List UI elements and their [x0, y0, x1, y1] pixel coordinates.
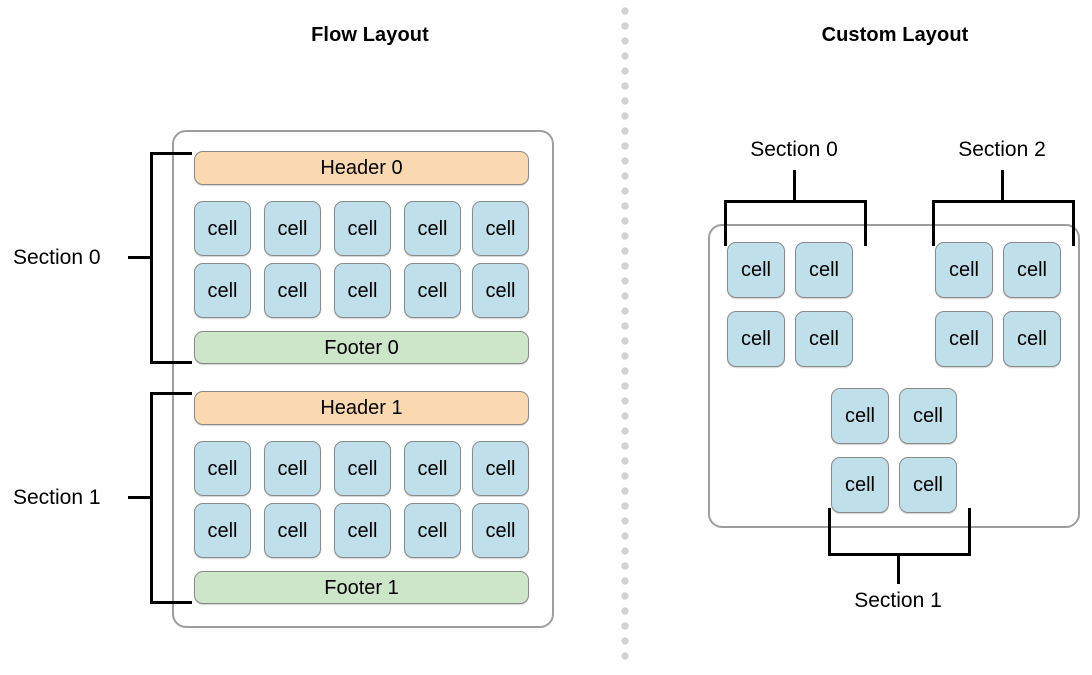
- flow-cell[interactable]: cell: [404, 201, 461, 256]
- flow-cell[interactable]: cell: [472, 263, 529, 318]
- custom-layout-title: Custom Layout: [821, 24, 969, 46]
- custom-section-2-bracket-leg-left: [932, 200, 935, 246]
- custom-cell[interactable]: cell: [935, 242, 993, 298]
- section-0-bracket-stem: [128, 256, 153, 259]
- custom-section-0-bracket-leg-left: [724, 200, 727, 246]
- header-1[interactable]: Header 1: [194, 391, 529, 425]
- flow-cell[interactable]: cell: [334, 503, 391, 558]
- flow-cell[interactable]: cell: [334, 441, 391, 496]
- custom-cell[interactable]: cell: [899, 457, 957, 513]
- flow-cell[interactable]: cell: [264, 201, 321, 256]
- section-0-bracket-arm-bottom: [150, 361, 192, 364]
- custom-section-2-bracket-stem: [1001, 170, 1004, 201]
- flow-layout-title: Flow Layout: [311, 24, 429, 46]
- flow-cell[interactable]: cell: [264, 503, 321, 558]
- header-0[interactable]: Header 0: [194, 151, 529, 185]
- custom-section-0-bracket-span: [724, 200, 867, 203]
- flow-cell[interactable]: cell: [194, 201, 251, 256]
- custom-cell[interactable]: cell: [795, 311, 853, 367]
- section-1-label: Section 1: [13, 486, 101, 509]
- flow-cell[interactable]: cell: [194, 441, 251, 496]
- flow-cell[interactable]: cell: [334, 201, 391, 256]
- flow-cell[interactable]: cell: [264, 263, 321, 318]
- flow-cell[interactable]: cell: [472, 503, 529, 558]
- custom-section-0-label: Section 0: [750, 138, 838, 161]
- custom-section-2-bracket-span: [932, 200, 1075, 203]
- custom-cell[interactable]: cell: [935, 311, 993, 367]
- custom-cell[interactable]: cell: [1003, 311, 1061, 367]
- flow-cell[interactable]: cell: [194, 263, 251, 318]
- flow-cell[interactable]: cell: [404, 503, 461, 558]
- custom-cell[interactable]: cell: [1003, 242, 1061, 298]
- custom-section-1-bracket-stem: [897, 553, 900, 584]
- section-0-label: Section 0: [13, 246, 101, 269]
- custom-section-2-label: Section 2: [958, 138, 1046, 161]
- section-0-bracket-arm-top: [150, 152, 192, 155]
- flow-cell[interactable]: cell: [264, 441, 321, 496]
- custom-section-0-bracket-stem: [793, 170, 796, 201]
- custom-cell[interactable]: cell: [831, 457, 889, 513]
- custom-cell[interactable]: cell: [899, 388, 957, 444]
- flow-cell[interactable]: cell: [472, 441, 529, 496]
- custom-cell[interactable]: cell: [727, 242, 785, 298]
- custom-section-2-bracket-leg-right: [1072, 200, 1075, 246]
- custom-cell[interactable]: cell: [795, 242, 853, 298]
- footer-0[interactable]: Footer 0: [194, 331, 529, 364]
- flow-cell[interactable]: cell: [404, 441, 461, 496]
- section-1-bracket-stem: [128, 496, 153, 499]
- flow-cell[interactable]: cell: [404, 263, 461, 318]
- flow-cell[interactable]: cell: [472, 201, 529, 256]
- custom-section-1-bracket-leg-left: [828, 508, 831, 554]
- section-1-bracket-arm-top: [150, 392, 192, 395]
- footer-1[interactable]: Footer 1: [194, 571, 529, 604]
- custom-section-1-label: Section 1: [854, 589, 942, 612]
- flow-cell[interactable]: cell: [334, 263, 391, 318]
- vertical-dotted-divider: [620, 6, 630, 664]
- flow-cell[interactable]: cell: [194, 503, 251, 558]
- custom-section-1-bracket-leg-right: [968, 508, 971, 554]
- section-1-bracket-arm-bottom: [150, 601, 192, 604]
- custom-cell[interactable]: cell: [727, 311, 785, 367]
- custom-section-0-bracket-leg-right: [864, 200, 867, 246]
- custom-cell[interactable]: cell: [831, 388, 889, 444]
